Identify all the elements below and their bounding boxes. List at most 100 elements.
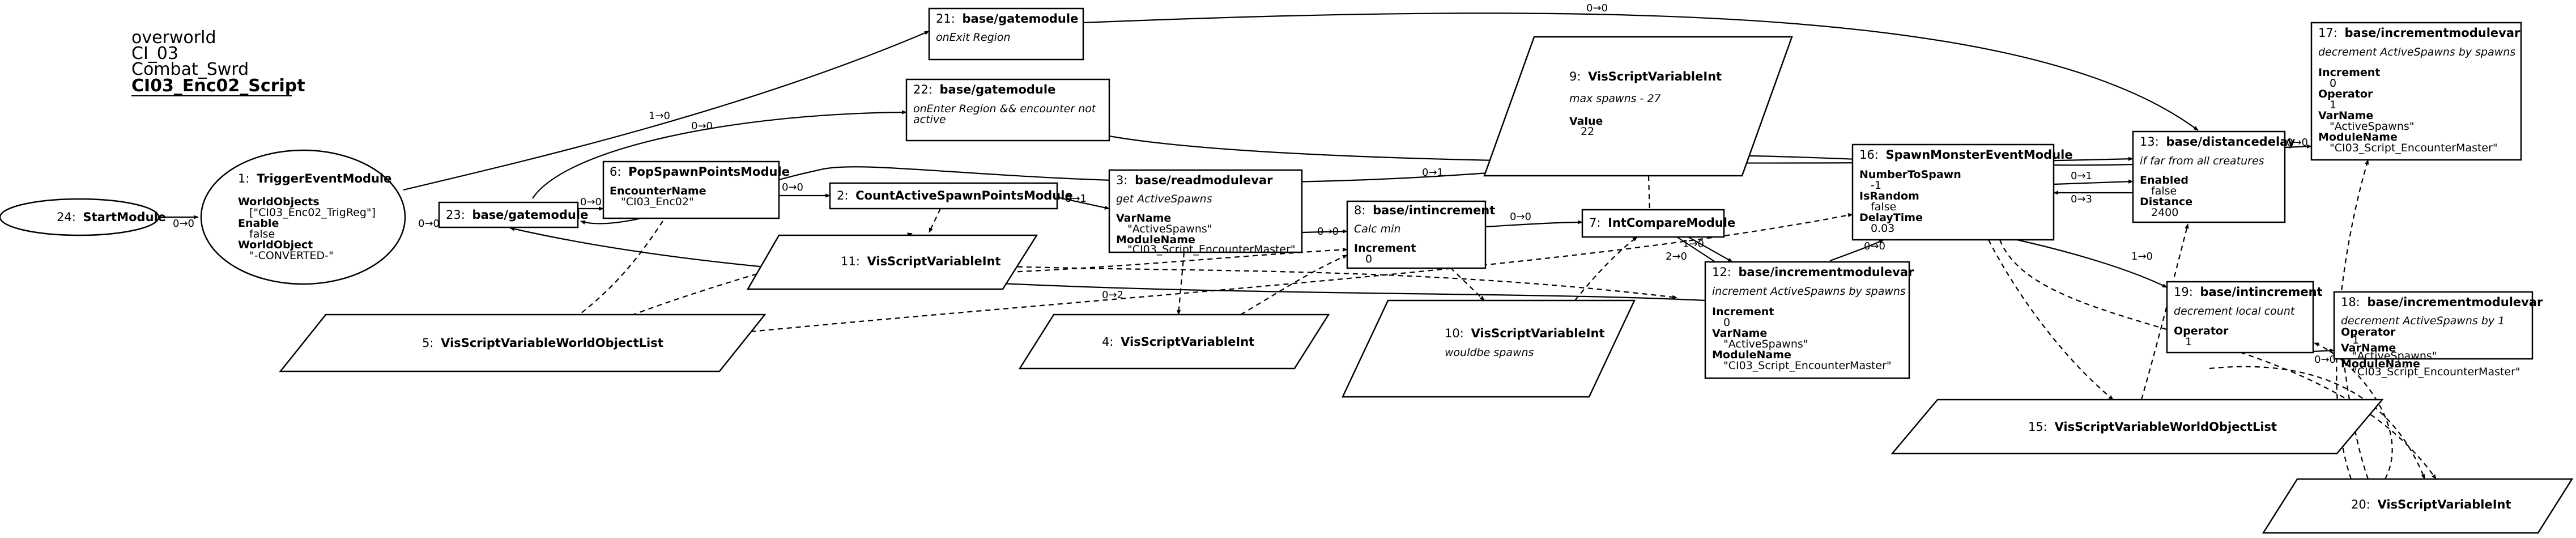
node-9-desc: max spawns - 27 [1569, 92, 1661, 105]
node-8-prop-1: 0 [1365, 253, 1372, 265]
node-19-intincrement[interactable]: 19: base/intincrement decrement local co… [2166, 281, 2323, 354]
node-23-gatemodule[interactable]: 23: base/gatemodule [438, 201, 588, 228]
node-18-prop-1: 1 [2352, 334, 2359, 346]
edge-label-16-13: 0→1 [2071, 170, 2092, 182]
svg-text:15: VisScriptVariableWor: 15: VisScriptVariableWorldObjectList [2028, 420, 2277, 434]
node-22-gatemodule[interactable]: 22: base/gatemodule onEnter Region && en… [905, 78, 1110, 142]
var-edge-2-11 [929, 208, 941, 233]
edge-label-1-21: 1→0 [649, 110, 670, 122]
node-20-visscriptvariableint[interactable]: 20: VisScriptVariableInt [2262, 478, 2574, 534]
edge-label-16-19: 1→0 [2131, 251, 2153, 262]
node-1-prop-3: false [249, 228, 275, 240]
node-2-type: CountActiveSpawnPointsModule [855, 189, 1073, 202]
node-12-desc: increment ActiveSpawns by spawns [1712, 285, 1906, 298]
node-1-prop-5: "-CONVERTED-" [249, 249, 334, 262]
node-18-prop-0: Operator [2341, 326, 2396, 338]
node-5-visscriptvariableworldobjectlist[interactable]: 5: VisScriptVariableWorldObjectList [279, 314, 767, 372]
node-24-startmodule[interactable]: 24: StartModule [0, 198, 166, 236]
node-19-prop-1: 1 [2185, 336, 2192, 348]
node-13-prop-1: false [2151, 185, 2177, 197]
edge-12-23[interactable] [509, 227, 1706, 302]
node-19-desc: decrement local count [2174, 305, 2296, 317]
node-3-readmodulevar[interactable]: 3: base/readmodulevar get ActiveSpawns V… [1108, 169, 1303, 256]
node-7-type: IntCompareModule [1608, 216, 1735, 230]
node-10-visscriptvariableint[interactable]: 10: VisScriptVariableInt wouldbe spawns [1342, 299, 1636, 398]
node-9-prop-1: 22 [1581, 125, 1594, 138]
svg-text:19: base/intincrement: 19: base/intincrement [2174, 285, 2323, 299]
node-13-distancedelay[interactable]: 13: base/distancedelay if far from all c… [2132, 130, 2296, 223]
node-13-id: 13: [2140, 135, 2159, 149]
svg-text:17: base/incrementmodule: 17: base/incrementmodulevar [2318, 26, 2520, 40]
node-21-gatemodule[interactable]: 21: base/gatemodule onExit Region [928, 7, 1084, 61]
node-6-popspawnpointsmodule[interactable]: 6: PopSpawnPointsModule EncounterName "C… [602, 160, 790, 219]
node-18-prop-5: "CI03_Script_EncounterMaster" [2352, 366, 2520, 378]
node-2-countactivespawnpointsmodule[interactable]: 2: CountActiveSpawnPointsModule [829, 182, 1073, 210]
node-1-triggereventmodule[interactable]: 1: TriggerEventModule WorldObjects ["CI0… [200, 149, 406, 285]
node-19-id: 19: [2174, 285, 2193, 299]
edge-1-21[interactable] [403, 30, 930, 191]
node-15-visscriptvariableworldobjectlist[interactable]: 15: VisScriptVariableWorldObjectList [1891, 399, 2384, 455]
var-edge-11-12 [1008, 265, 1677, 299]
node-12-prop-2: VarName [1712, 327, 1767, 340]
edge-12-16[interactable] [1829, 239, 1884, 262]
node-20-id: 20: [2351, 498, 2370, 511]
node-23-type: base/gatemodule [472, 208, 588, 222]
node-17-prop-6: ModuleName [2318, 131, 2398, 143]
node-12-prop-5: "CI03_Script_EncounterMaster" [1723, 359, 1892, 372]
edge-8-7[interactable] [1485, 220, 1583, 228]
node-12-prop-3: "ActiveSpawns" [1723, 338, 1808, 350]
node-13-prop-3: 2400 [2151, 206, 2178, 219]
svg-text:2: CountActiveSpawnPoint: 2: CountActiveSpawnPointsModule [837, 189, 1073, 202]
node-3-prop-1: "ActiveSpawns" [1127, 223, 1212, 235]
svg-text:9: VisScriptVariableInt: 9: VisScriptVariableInt [1569, 70, 1722, 83]
edge-3-8[interactable] [1301, 229, 1348, 234]
node-12-incrementmodulevar[interactable]: 12: base/incrementmodulevar increment Ac… [1704, 261, 1914, 379]
svg-text:13: base/distancedelay: 13: base/distancedelay [2140, 135, 2296, 149]
node-5-type: VisScriptVariableWorldObjectList [441, 336, 663, 350]
node-19-type: base/intincrement [2200, 285, 2322, 299]
edge-label-21-13: 0→0 [1586, 2, 1608, 14]
edge-23-22[interactable] [532, 110, 907, 199]
node-4-visscriptvariableint[interactable]: 4: VisScriptVariableInt [1018, 314, 1330, 370]
node-16-prop-4: DelayTime [1859, 211, 1923, 224]
node-18-prop-2: VarName [2341, 342, 2396, 354]
edge-label-23-6: 0→0 [580, 196, 602, 208]
node-12-type: base/incrementmodulevar [1738, 265, 1914, 279]
node-18-incrementmodulevar[interactable]: 18: base/incrementmodulevar decrement Ac… [2333, 291, 2543, 378]
edge-16-13[interactable] [2053, 179, 2134, 185]
node-17-incrementmodulevar[interactable]: 17: base/incrementmodulevar decrement Ac… [2310, 22, 2522, 161]
svg-text:22: base/gatemodule: 22: base/gatemodule [913, 83, 1055, 96]
node-8-intincrement[interactable]: 8: base/intincrement Calc min Increment … [1346, 200, 1495, 269]
node-17-prop-4: VarName [2318, 109, 2373, 122]
edge-label-7-12-a: 1→0 [1683, 238, 1704, 250]
node-7-intcomparemodule[interactable]: 7: IntCompareModule [1581, 209, 1735, 238]
edge-2-3[interactable] [1057, 196, 1110, 210]
edge-13-17[interactable] [2284, 144, 2312, 149]
node-11-visscriptvariableint[interactable]: 11: VisScriptVariableInt [746, 234, 1038, 290]
svg-text:24: StartModule: 24: StartModule [57, 210, 166, 224]
var-edge-20-19 [2314, 342, 2393, 480]
node-16-spawnmonstereventmodule[interactable]: 16: SpawnMonsterEventModule NumberToSpaw… [1851, 143, 2073, 241]
svg-text:active: active [913, 113, 946, 126]
node-13-desc: if far from all creatures [2140, 155, 2264, 167]
edge-7-12-a[interactable] [1688, 236, 1733, 262]
var-edge-3-4 [1177, 252, 1185, 315]
node-1-prop-0: WorldObjects [238, 196, 320, 208]
var-edge-4-8 [1240, 254, 1348, 315]
node-1-prop-4: WorldObject [238, 239, 313, 251]
node-22-id: 22: [913, 83, 933, 96]
node-16-prop-0: NumberToSpawn [1859, 168, 1961, 181]
edge-19-18[interactable] [2313, 348, 2335, 353]
node-9-prop-0: Value [1569, 115, 1603, 128]
edge-21-13[interactable] [1083, 12, 2199, 131]
node-9-visscriptvariableint[interactable]: 9: VisScriptVariableInt max spawns - 27 … [1483, 36, 1793, 177]
node-16-prop-3: false [1871, 201, 1896, 213]
node-3-id: 3: [1116, 173, 1127, 187]
edge-16-19[interactable] [2016, 239, 2168, 288]
svg-text:8: base/intincrement: 8: base/intincrement [1354, 204, 1495, 217]
node-17-prop-5: "ActiveSpawns" [2330, 120, 2415, 133]
node-17-prop-0: Increment [2318, 66, 2380, 79]
node-17-desc: decrement ActiveSpawns by spawns [2318, 46, 2515, 58]
svg-text:1: TriggerEventModule: 1: TriggerEventModule [238, 172, 391, 185]
